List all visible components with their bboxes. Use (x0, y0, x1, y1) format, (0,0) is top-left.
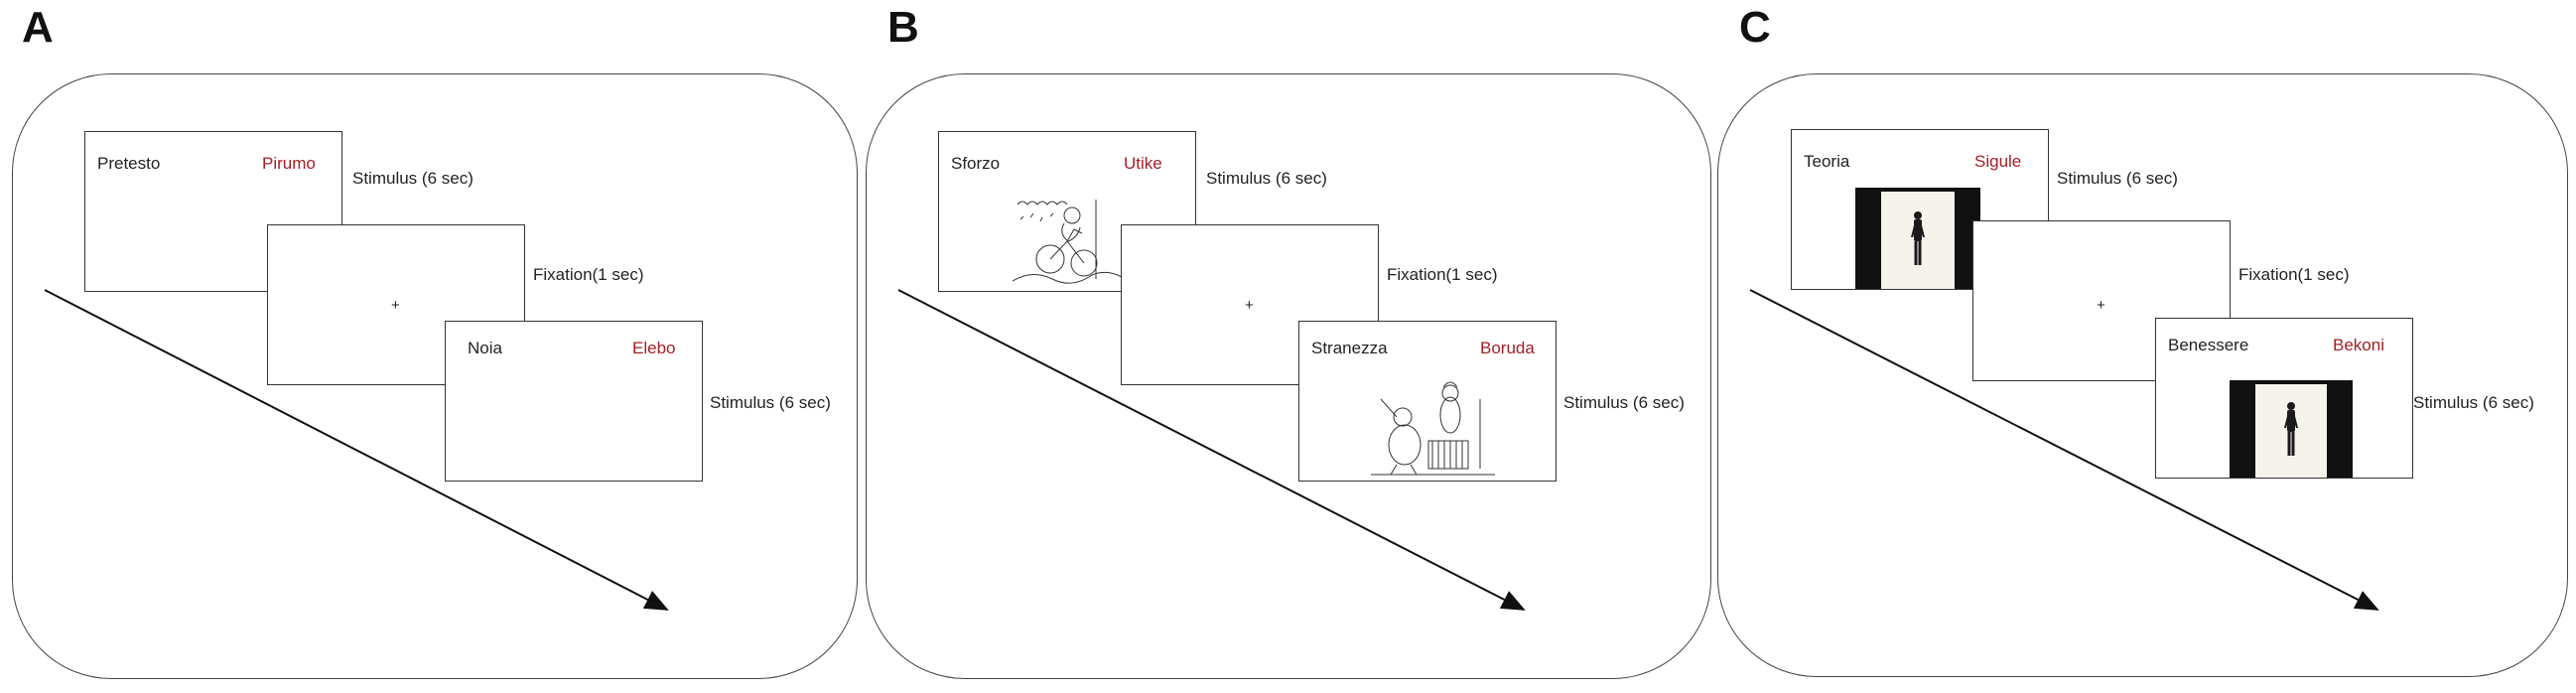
pseudoword-label: Sigule (1974, 152, 2022, 171)
panel-label: C (1739, 3, 1771, 52)
stimulus-screen-1: Teoria Sigule (1791, 129, 2049, 290)
stimulus-screen-2: Stranezza Boruda (1298, 321, 1557, 482)
panel-label: A (22, 3, 54, 52)
fixation-cross: + (2097, 297, 2105, 314)
pseudoword-label: Pirumo (262, 154, 316, 173)
panel-a: A Pretesto Pirumo + Noia Elebo Stimulus … (0, 0, 859, 693)
stimulus-duration-caption: Stimulus (6 sec) (1563, 393, 1685, 412)
word-label: Pretesto (97, 154, 161, 173)
stimulus-duration-caption: Stimulus (6 sec) (352, 169, 474, 188)
fixation-duration-caption: Fixation(1 sec) (1387, 265, 1498, 284)
fixation-duration-caption: Fixation(1 sec) (533, 265, 644, 284)
pseudoword-label: Elebo (632, 339, 676, 357)
panel-label: B (887, 3, 919, 52)
time-arrow (1749, 289, 2379, 611)
panel-c: C Teoria Sigule + Benessere Bekoni (1705, 0, 2576, 693)
word-label: Benessere (2168, 336, 2249, 354)
fixation-cross: + (391, 297, 400, 314)
pseudoword-label: Utike (1124, 154, 1162, 173)
cartoon-drawing (1371, 381, 1495, 476)
stimulus-duration-caption: Stimulus (6 sec) (2413, 393, 2534, 412)
word-label: Stranezza (1311, 339, 1388, 357)
fixation-duration-caption: Fixation(1 sec) (2238, 265, 2350, 284)
stimulus-duration-caption: Stimulus (6 sec) (1206, 169, 1327, 188)
cyclist-drawing (1013, 200, 1122, 284)
time-arrow (44, 289, 669, 611)
pseudoword-label: Boruda (1480, 339, 1535, 357)
word-label: Sforzo (951, 154, 1001, 173)
stimulus-screen-2: Benessere Bekoni (2155, 318, 2413, 479)
actor-photo (1855, 188, 1980, 289)
stimulus-duration-caption: Stimulus (6 sec) (710, 393, 831, 412)
time-arrow (897, 289, 1526, 611)
stimulus-screen-2: Noia Elebo (445, 321, 703, 482)
panel-b: B Sforzo Utike + Stranezza Boruda (854, 0, 1712, 693)
stimulus-duration-caption: Stimulus (6 sec) (2057, 169, 2178, 188)
actor-photo (2230, 380, 2353, 478)
word-label: Noia (468, 339, 502, 357)
pseudoword-label: Bekoni (2333, 336, 2384, 354)
word-label: Teoria (1804, 152, 1850, 171)
fixation-cross: + (1245, 297, 1254, 314)
